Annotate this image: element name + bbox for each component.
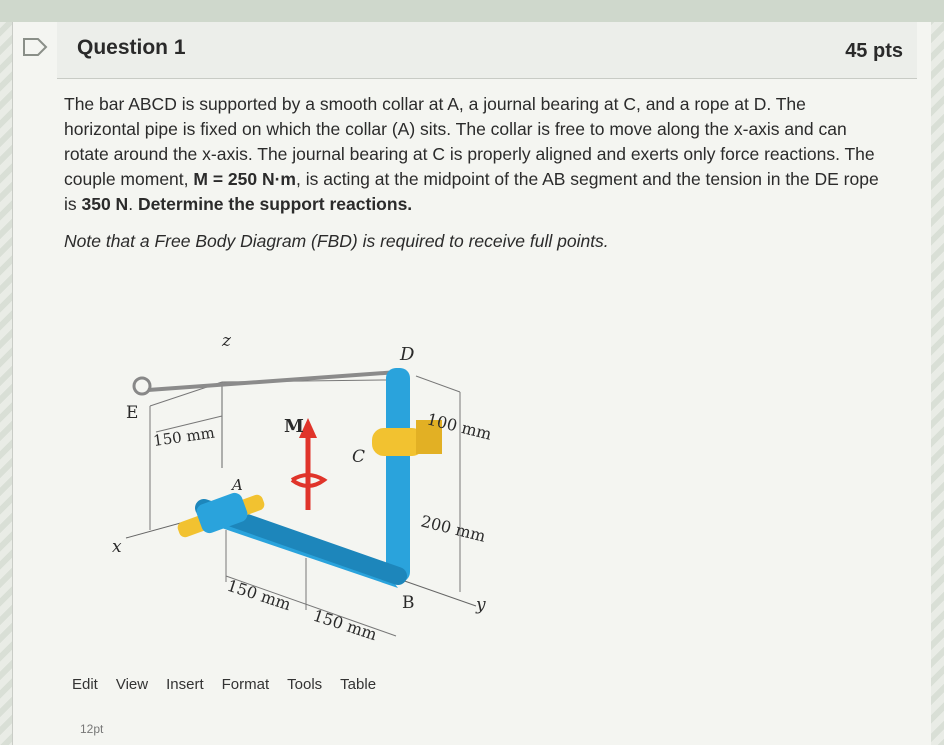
question-text: The bar ABCD is supported by a smooth co…	[64, 94, 879, 214]
question-title: Question 1	[77, 36, 186, 59]
dim-150-ab1: 150 mm	[225, 576, 294, 614]
editor-menubar: Edit View Insert Format Tools Table	[72, 676, 376, 693]
menu-edit[interactable]: Edit	[72, 676, 98, 693]
question-header: Question 1 45 pts	[23, 22, 917, 79]
dim-200: 200 mm	[419, 511, 488, 545]
tension-value: 350 N	[81, 194, 129, 214]
question-body: The bar ABCD is supported by a smooth co…	[64, 92, 884, 252]
bearing-c	[372, 428, 424, 456]
label-z: z	[221, 331, 232, 351]
label-x: x	[112, 537, 122, 557]
moment-value: M = 250 N·m	[193, 169, 296, 189]
rope-de	[147, 370, 399, 392]
instruction-text: Determine the support reactions.	[137, 194, 413, 214]
moment-curl	[290, 473, 328, 488]
dim-line	[415, 375, 461, 393]
font-size-select[interactable]: 12pt	[80, 722, 104, 736]
flag-question-icon[interactable]	[21, 36, 51, 58]
label-c: C	[352, 447, 365, 467]
label-e: E	[126, 403, 138, 423]
menu-view[interactable]: View	[115, 676, 149, 693]
label-m: M	[284, 416, 304, 437]
question-card: Question 1 45 pts	[12, 22, 931, 745]
dim-150-vertical: 150 mm	[152, 424, 216, 450]
bar-segment-db	[386, 368, 410, 582]
bearing-support	[416, 420, 442, 454]
label-d: D	[399, 344, 415, 365]
menu-insert[interactable]: Insert	[166, 676, 204, 693]
label-y: y	[475, 595, 486, 615]
label-b: B	[402, 593, 415, 613]
menu-format[interactable]: Format	[221, 676, 270, 693]
y-axis-line	[395, 577, 477, 607]
dim-line	[155, 415, 223, 433]
menu-tools[interactable]: Tools	[287, 676, 323, 693]
menu-table[interactable]: Table	[340, 676, 377, 693]
top-bar	[0, 0, 944, 22]
moment-arrowhead	[299, 418, 317, 438]
eye-e	[132, 376, 152, 396]
collar-a	[196, 492, 248, 534]
label-a: A	[230, 476, 243, 494]
dim-line	[225, 575, 397, 637]
problem-diagram: z x y D E A C B M 150 mm 100 mm 200 mm 1…	[112, 331, 494, 644]
fbd-note: Note that a Free Body Diagram (FBD) is r…	[64, 231, 609, 251]
dim-150-ab2: 150 mm	[311, 606, 380, 644]
question-points: 45 pts	[845, 40, 903, 62]
